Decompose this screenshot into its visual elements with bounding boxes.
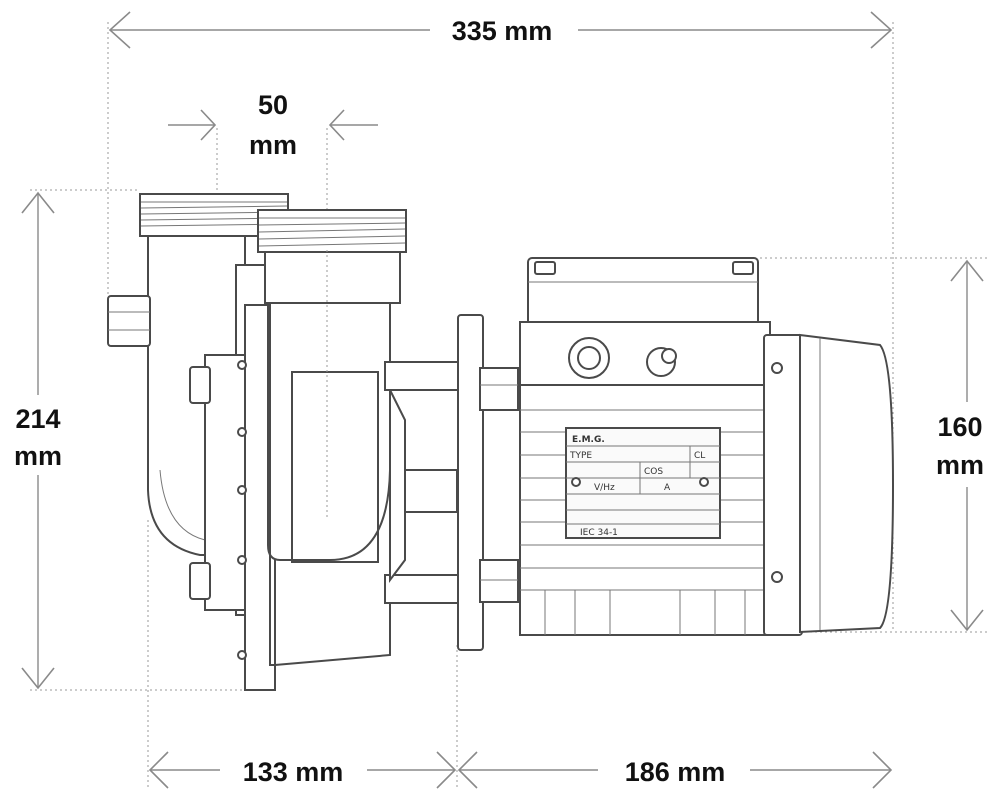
port-diameter-value: 50	[258, 90, 288, 120]
nameplate-type: TYPE	[569, 451, 592, 461]
nameplate-amps: A	[664, 483, 671, 493]
overall-length-dimension: 335 mm	[108, 11, 893, 49]
height-dimension: 214 mm	[14, 191, 62, 690]
bottom-dimensions: 133 mm 186 mm	[148, 751, 893, 789]
lantern-adapter	[384, 314, 519, 651]
motor-height-dimension: 160 mm	[936, 259, 984, 632]
motor-height-unit: mm	[936, 450, 984, 480]
overall-length-label: 335 mm	[452, 16, 553, 46]
nameplate-brand: E.M.G.	[572, 435, 605, 445]
motor-nameplate: E.M.G. TYPE CL COS V/Hz A IEC 34-1	[565, 427, 721, 539]
pump-length-label: 133 mm	[243, 757, 344, 787]
nameplate-vhz: V/Hz	[594, 483, 615, 493]
pump-volute-body	[107, 193, 407, 691]
port-diameter-dimension: 50 mm	[168, 90, 378, 160]
nameplate-standard: IEC 34-1	[580, 528, 618, 538]
port-diameter-unit: mm	[249, 130, 297, 160]
nameplate-cos: COS	[644, 467, 663, 477]
motor-height-value: 160	[937, 412, 982, 442]
nameplate-cl: CL	[694, 451, 705, 461]
height-value: 214	[15, 404, 60, 434]
motor-length-label: 186 mm	[625, 757, 726, 787]
height-unit: mm	[14, 441, 62, 471]
